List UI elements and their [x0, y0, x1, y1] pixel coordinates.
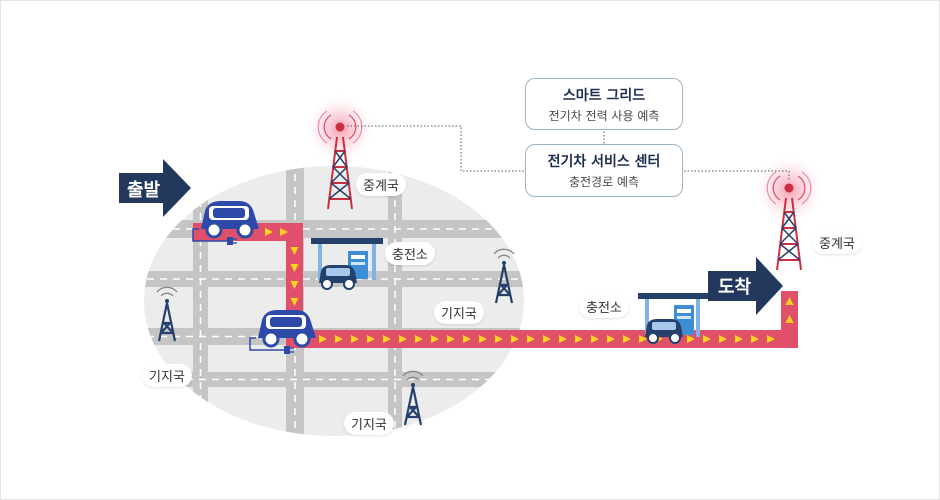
route-arrow — [319, 335, 327, 343]
base-station-icon — [493, 248, 515, 304]
route-arrow — [280, 228, 288, 236]
route-arrow — [399, 335, 407, 343]
route-arrow — [265, 228, 273, 236]
route-arrow — [543, 335, 551, 343]
service-center-box: 전기차 서비스 센터 충전경로 예측 — [525, 144, 683, 197]
start-arrow — [119, 159, 191, 217]
route-arrow — [735, 335, 743, 343]
smart-grid-title: 스마트 그리드 — [562, 88, 646, 104]
car-icon — [192, 201, 259, 245]
route-arrow — [463, 335, 471, 343]
route-arrow — [431, 335, 439, 343]
car-icon — [645, 319, 683, 344]
base-label-left: 기지국 — [142, 364, 192, 387]
base-label-right: 기지국 — [434, 301, 484, 324]
route-arrow — [623, 335, 631, 343]
route-arrow — [415, 335, 423, 343]
route-arrow — [351, 335, 359, 343]
charging-label-map: 충전소 — [385, 242, 435, 265]
route-arrow — [447, 335, 455, 343]
route-arrow — [751, 335, 759, 343]
route-arrow — [785, 297, 794, 305]
route-arrow — [290, 264, 299, 272]
smart-grid-subtitle: 전기차 전력 사용 예측 — [548, 109, 660, 123]
route-arrow — [591, 335, 599, 343]
route-arrow — [527, 335, 535, 343]
smart-grid-box: 스마트 그리드 전기차 전력 사용 예측 — [525, 78, 683, 130]
relay-label-right: 중계국 — [812, 231, 862, 254]
route-arrow — [559, 335, 567, 343]
route-arrow — [607, 335, 615, 343]
route-arrow — [335, 335, 343, 343]
route-arrow — [290, 298, 299, 306]
start-label: 출발 — [127, 180, 161, 201]
route-arrow — [495, 335, 503, 343]
route-arrow — [785, 315, 794, 323]
base-station-icon — [402, 370, 424, 426]
route-arrow — [479, 335, 487, 343]
route-arrow — [767, 335, 775, 343]
relay-label-left: 중계국 — [356, 173, 406, 196]
service-center-title: 전기차 서비스 센터 — [547, 154, 661, 170]
charging-label-right: 충전소 — [579, 295, 629, 318]
route-arrow — [687, 335, 695, 343]
base-label-bottom: 기지국 — [344, 412, 394, 435]
route-arrow — [703, 335, 711, 343]
route-arrow — [719, 335, 727, 343]
car-icon — [319, 265, 357, 290]
route-arrow — [639, 335, 647, 343]
route-arrow — [290, 281, 299, 289]
route-arrow — [383, 335, 391, 343]
route-arrow — [511, 335, 519, 343]
service-center-subtitle: 충전경로 예측 — [568, 175, 640, 189]
car-icon — [249, 310, 316, 354]
base-station-icon — [156, 286, 178, 342]
tower-icon — [317, 110, 363, 210]
arrive-label: 도착 — [718, 277, 752, 298]
route-arrow — [367, 335, 375, 343]
arrive-arrow — [708, 257, 783, 315]
route-arrow — [290, 247, 299, 255]
connector-lines — [347, 125, 790, 181]
route-arrow — [575, 335, 583, 343]
